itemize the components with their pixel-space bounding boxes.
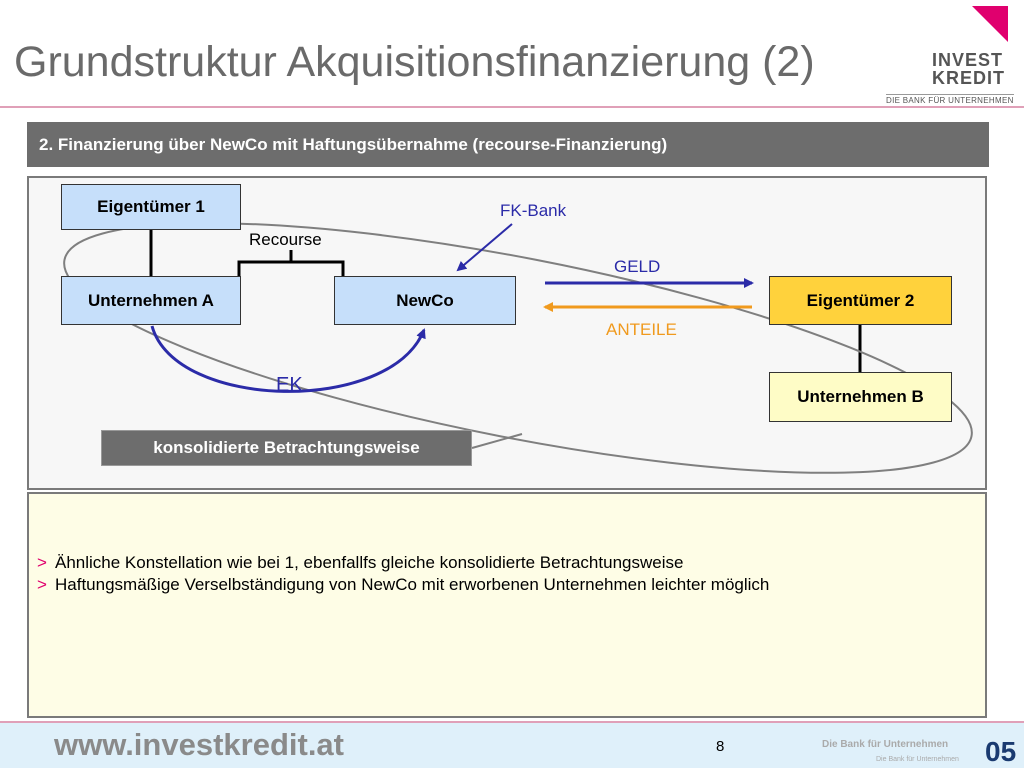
page-number: 8: [716, 738, 725, 755]
logo-line1: INVEST: [932, 50, 1004, 70]
footer-url-link[interactable]: www.investkredit.at: [54, 727, 344, 762]
fkbank-arrow: [456, 223, 513, 272]
section-heading: 2. Finanzierung über NewCo mit Haftungsü…: [27, 122, 989, 167]
recourse-label: Recourse: [249, 230, 322, 249]
anteile-label: ANTEILE: [606, 320, 677, 339]
fkbank-label: FK-Bank: [500, 201, 567, 220]
bullet-list: > Ähnliche Konstellation wie bei 1, ebenf…: [37, 552, 977, 596]
bullet-item: > Ähnliche Konstellation wie bei 1, ebenf…: [37, 552, 977, 574]
bullet-marker: >: [37, 575, 47, 594]
bullet-marker: >: [37, 553, 47, 572]
logo-line2: KREDIT: [932, 68, 1005, 88]
logo-triangle-icon: [972, 6, 1008, 42]
eigentuemer2-box: Eigentümer 2: [769, 276, 952, 325]
bullet-text: Haftungsmäßige Verselbständigung von New…: [55, 575, 770, 594]
footer-divider: [0, 721, 1024, 723]
footer-watermark: Die Bank für Unternehmen: [822, 739, 949, 750]
bullet-text: Ähnliche Konstellation wie bei 1, ebenfa…: [55, 553, 684, 572]
eigentuemer1-box: Eigentümer 1: [61, 184, 241, 230]
investkredit-logo: INVEST KREDIT DIE BANK FÜR UNTERNEHMEN: [884, 6, 1016, 106]
footer-year-badge: 05: [985, 736, 1017, 767]
ek-arrow: [150, 325, 426, 393]
footer-watermark-small: Die Bank für Unternehmen: [876, 756, 959, 763]
page-title: Grundstruktur Akquisitionsfinanzierung (…: [14, 38, 815, 86]
logo-tagline: DIE BANK FÜR UNTERNEHMEN: [886, 94, 1014, 105]
footer-bar: [0, 723, 1024, 768]
consolidation-ellipse: [63, 222, 973, 474]
unternehmenA-box: Unternehmen A: [61, 276, 241, 325]
unternehmenB-box: Unternehmen B: [769, 372, 952, 422]
recourse-bracket: [237, 250, 345, 276]
konsolidiert-pointer: [471, 433, 523, 449]
konsolidiert-label: konsolidierte Betrachtungsweise: [101, 430, 472, 466]
newco-box: NewCo: [334, 276, 516, 325]
notes-panel: [27, 492, 987, 718]
ek-label: EK: [276, 374, 303, 396]
bullet-item: > Haftungsmäßige Verselbständigung von Ne…: [37, 574, 977, 596]
title-divider: [0, 106, 1024, 108]
geld-label: GELD: [614, 257, 661, 276]
